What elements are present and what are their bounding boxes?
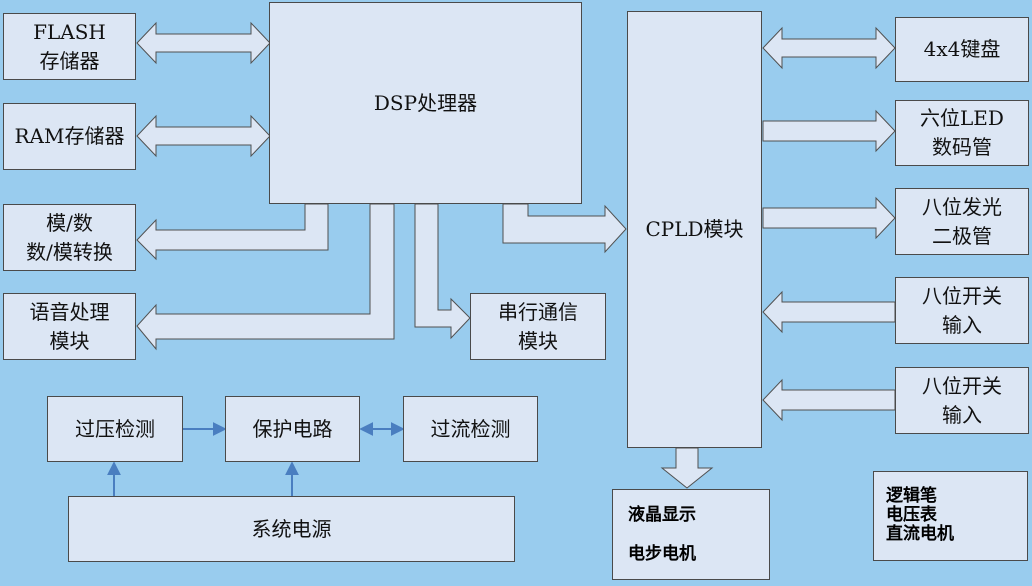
logic-pen-label: 逻辑笔 — [886, 486, 937, 506]
switch2-cpld-bus-arrow — [762, 378, 896, 422]
dsp-processor-block: DSP处理器 — [269, 2, 582, 204]
voice-processing-label: 语音处理 模块 — [29, 299, 110, 353]
flash-dsp-bus-arrow — [136, 21, 271, 65]
overvoltage-detect-label: 过压检测 — [75, 416, 155, 441]
dc-motor-label: 直流电机 — [886, 524, 954, 544]
adc-dac-label: 模/数 数/模转换 — [26, 210, 113, 264]
ram-memory-block: RAM存储器 — [3, 103, 136, 170]
overcurrent-detect-block: 过流检测 — [403, 396, 538, 462]
switch1-cpld-bus-arrow — [762, 290, 896, 334]
cpld-module-block: CPLD模块 — [627, 11, 762, 448]
led-display-block: 六位LED 数码管 — [895, 100, 1029, 166]
dsp-cpld-bus-arrow — [502, 203, 627, 254]
overvoltage-detect-block: 过压检测 — [47, 396, 183, 462]
protection-circuit-block: 保护电路 — [225, 396, 360, 462]
dsp-adc-bus-arrow — [136, 203, 329, 261]
led-diode-block: 八位发光 二极管 — [895, 188, 1029, 255]
switch-input-label-1: 八位开关 输入 — [922, 283, 1002, 337]
dsp-serial-bus-arrow — [414, 203, 471, 340]
serial-comm-block: 串行通信 模块 — [470, 293, 606, 360]
flash-memory-label: FLASH 存储器 — [33, 19, 106, 73]
extra-devices-block: 逻辑笔 电压表 直流电机 — [873, 471, 1028, 561]
cpld-diode-bus-arrow — [762, 196, 896, 240]
switch-input-label-2: 八位开关 输入 — [922, 373, 1002, 427]
stepper-motor-label: 电步电机 — [628, 544, 696, 564]
voice-processing-block: 语音处理 模块 — [3, 293, 136, 360]
dsp-voice-bus-arrow — [136, 203, 395, 351]
serial-comm-label: 串行通信 模块 — [498, 299, 578, 353]
voltmeter-label: 电压表 — [886, 505, 937, 525]
keypad-block: 4x4键盘 — [895, 17, 1029, 82]
led-diode-label: 八位发光 二极管 — [922, 194, 1002, 248]
overcurrent-detect-label: 过流检测 — [430, 416, 511, 441]
ram-memory-label: RAM存储器 — [14, 124, 125, 148]
ram-dsp-bus-arrow — [136, 114, 271, 158]
keypad-label: 4x4键盘 — [923, 37, 1001, 61]
cpld-lcd-bus-arrow — [660, 447, 714, 489]
system-power-label: 系统电源 — [251, 516, 332, 541]
system-power-block: 系统电源 — [68, 496, 515, 562]
protection-circuit-label: 保护电路 — [252, 416, 333, 441]
adc-dac-block: 模/数 数/模转换 — [3, 204, 136, 271]
dsp-processor-label: DSP处理器 — [373, 91, 478, 115]
lcd-display-label: 液晶显示 — [628, 505, 696, 525]
lcd-stepper-block: 液晶显示 电步电机 — [612, 489, 770, 580]
cpld-keypad-bus-arrow — [762, 26, 896, 70]
switch-input-block-2: 八位开关 输入 — [895, 367, 1029, 434]
cpld-led-bus-arrow — [762, 109, 896, 153]
led-display-label: 六位LED 数码管 — [920, 106, 1004, 159]
flash-memory-block: FLASH 存储器 — [3, 13, 136, 80]
switch-input-block-1: 八位开关 输入 — [895, 277, 1029, 344]
cpld-module-label: CPLD模块 — [645, 217, 744, 241]
